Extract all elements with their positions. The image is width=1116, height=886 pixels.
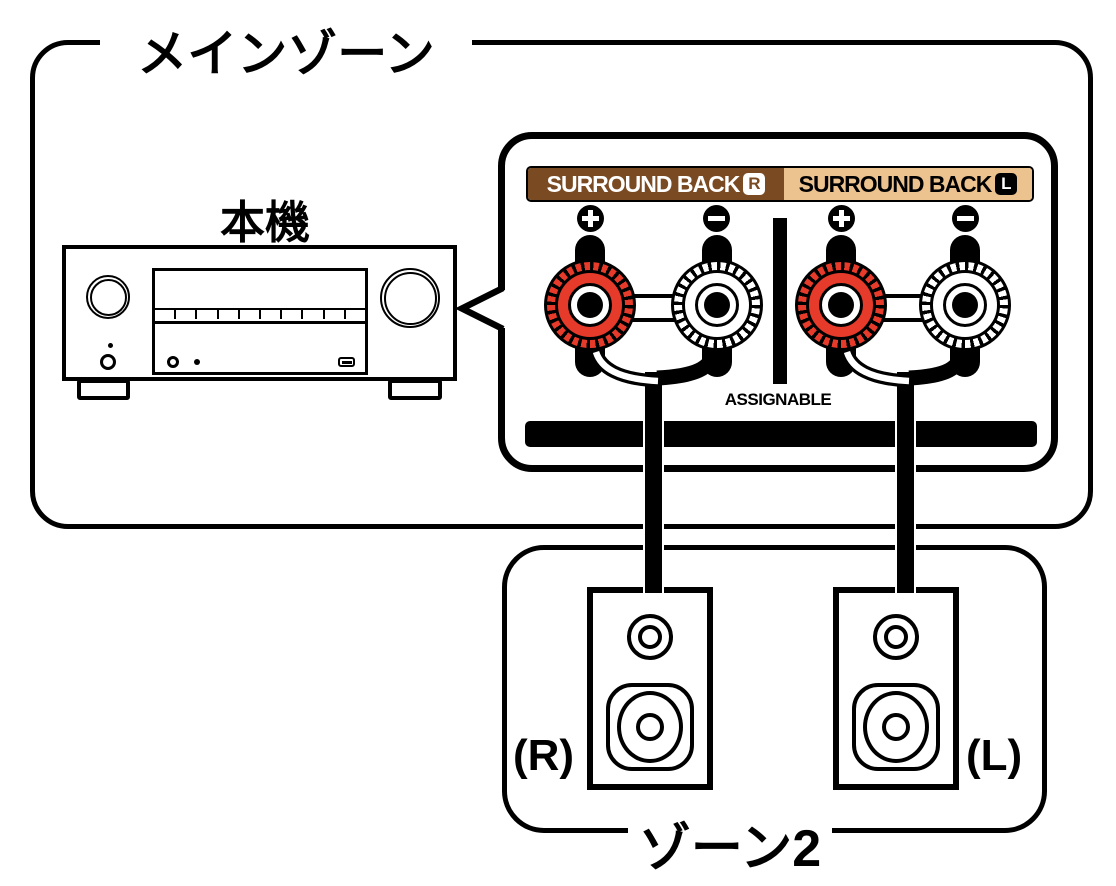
front-input-jack — [167, 356, 179, 368]
woofer-cap — [882, 713, 910, 741]
channel-divider-bar — [773, 218, 787, 384]
binding-post-l-minus — [919, 259, 1011, 351]
surround-back-l-label: SURROUND BACK L — [784, 168, 1032, 200]
main-zone-title: メインゾーン — [137, 26, 435, 82]
channel-l-badge: L — [995, 173, 1018, 195]
knob-core — [387, 275, 433, 321]
zone2-title: ゾーン2 — [638, 820, 822, 878]
binding-post-l-plus — [795, 259, 887, 351]
usb-slot — [341, 360, 352, 364]
receiver-display — [152, 268, 368, 324]
plus-icon — [576, 204, 604, 232]
binding-post-r-plus — [544, 259, 636, 351]
main-zone-box — [30, 40, 1093, 529]
assignable-label: ASSIGNABLE — [724, 390, 832, 409]
wire-conductor-white — [592, 350, 659, 385]
channel-r-badge: R — [743, 173, 766, 195]
callout-pointer — [454, 285, 505, 332]
plus-icon — [827, 204, 855, 232]
minus-icon — [702, 204, 730, 232]
receiver-foot-right — [388, 379, 442, 400]
knob-core — [93, 282, 123, 312]
wire-conductor-white — [843, 350, 910, 385]
wire-conductor-black — [656, 349, 722, 386]
power-led — [108, 343, 113, 348]
terminal-bottom-bar — [525, 421, 1037, 447]
channel-label: SURROUND BACK — [546, 170, 741, 197]
wire-conductor-black — [908, 350, 970, 386]
tweeter-dome — [884, 625, 908, 649]
unit-label: 本機 — [219, 197, 310, 248]
volume-knob-right — [380, 268, 440, 328]
minus-icon — [951, 204, 979, 232]
terminal-label-strip: SURROUND BACK R SURROUND BACK L — [526, 166, 1034, 202]
woofer-cap — [636, 713, 664, 741]
front-mini-jack — [194, 359, 200, 365]
power-button — [100, 354, 116, 370]
speaker-r-label: (R) — [513, 731, 575, 780]
receiver-button-row — [155, 308, 365, 319]
tweeter-dome — [638, 625, 662, 649]
speaker-l-label: (L) — [966, 731, 1023, 780]
zone2-title-gap — [628, 800, 832, 876]
receiver-foot-left — [77, 379, 130, 400]
surround-back-r-label: SURROUND BACK R — [528, 168, 784, 200]
binding-post-r-minus — [671, 259, 763, 351]
main-zone-title-gap — [100, 6, 472, 80]
receiver-front-panel — [152, 324, 368, 375]
volume-knob-left — [86, 275, 130, 319]
speaker-wire-right — [642, 372, 664, 593]
speaker-wire-left — [894, 372, 916, 593]
channel-label: SURROUND BACK — [798, 170, 993, 197]
